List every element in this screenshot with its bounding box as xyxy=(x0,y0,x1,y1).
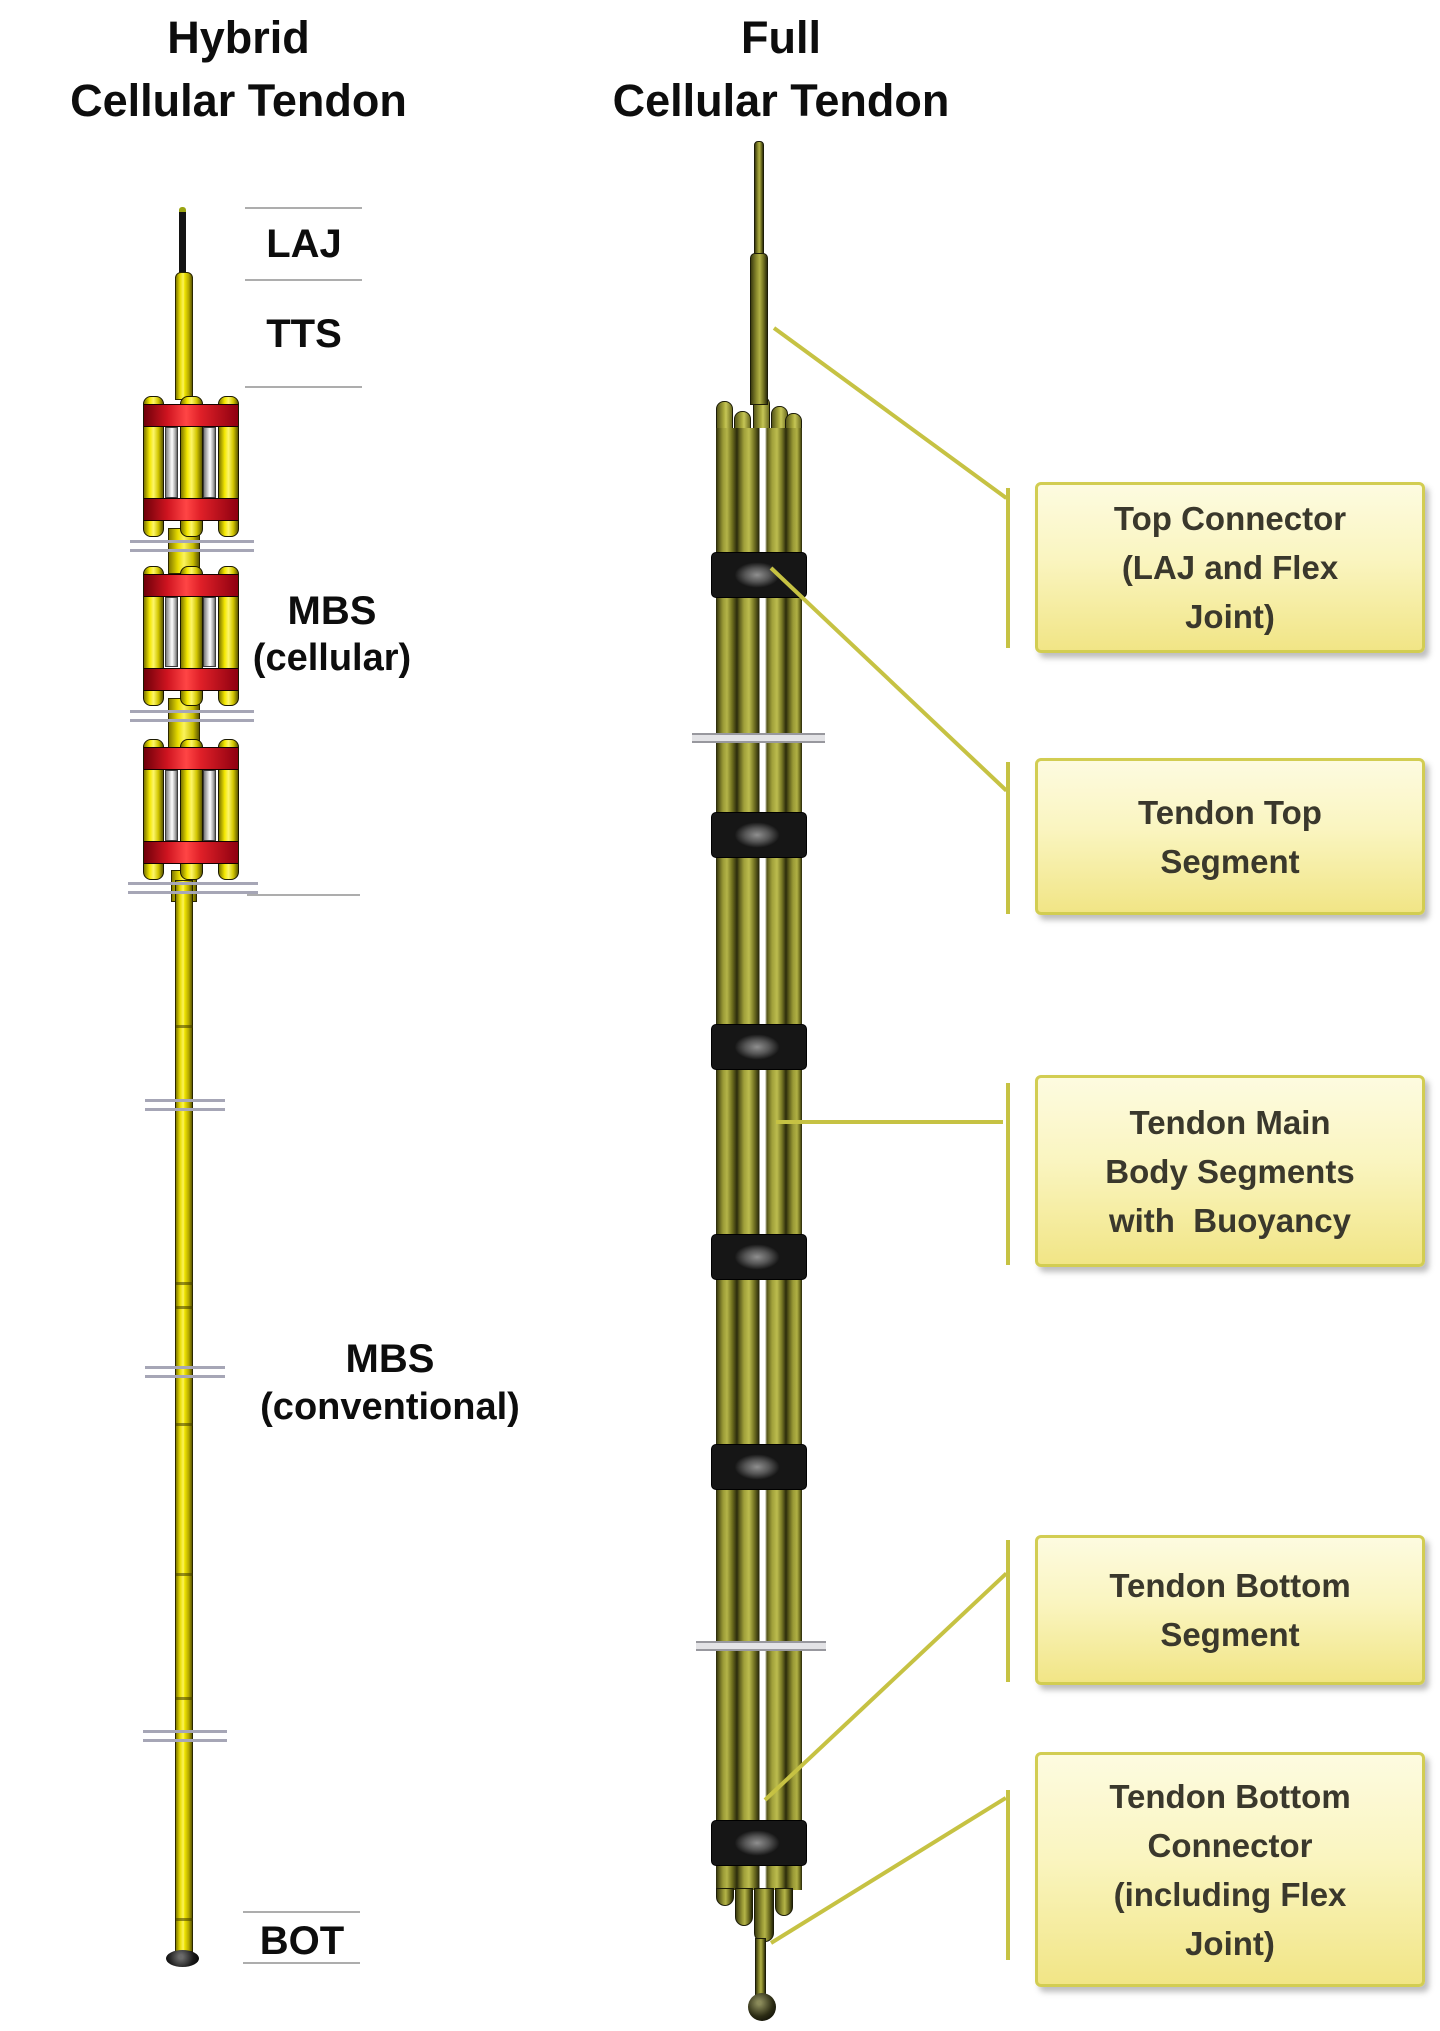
tendon-clamp xyxy=(128,882,258,894)
full-top-stinger xyxy=(754,141,764,259)
callout-line: with Buoyancy xyxy=(1108,1201,1352,1239)
cellular-bundle-1 xyxy=(143,396,239,537)
tendon-clamp xyxy=(143,1730,227,1742)
buoyancy-connector-band xyxy=(711,1024,807,1070)
red-band xyxy=(144,841,238,865)
mbs-conventional-line2: (conventional) xyxy=(260,1386,520,1428)
red-band xyxy=(144,667,238,691)
callout-line: (LAJ and Flex xyxy=(1121,549,1339,586)
section-line-laj-bottom xyxy=(245,279,362,281)
full-top-rod xyxy=(750,253,768,405)
bracket-top-connector xyxy=(1006,488,1010,648)
section-line-tts-bottom xyxy=(245,386,362,388)
bracket-tendon-main-body xyxy=(1006,1083,1010,1265)
cellular-bundle-3 xyxy=(143,739,239,880)
callout-line: (including Flex xyxy=(1113,1875,1347,1913)
callout-line: Tendon Bottom xyxy=(1109,1567,1351,1604)
callout-line: Joint) xyxy=(1185,598,1275,635)
tube-bottom xyxy=(754,1888,774,1942)
callout-line: Body Segments xyxy=(1105,1152,1355,1190)
laj-label: LAJ xyxy=(266,222,342,266)
buoyancy-connector-band xyxy=(711,1444,807,1490)
tts-label: TTS xyxy=(266,312,342,356)
hybrid-title-line1: Hybrid xyxy=(167,12,310,63)
gray-cell-tube xyxy=(165,427,178,498)
callout-line: Tendon Top xyxy=(1138,793,1322,831)
gray-cell-tube xyxy=(203,596,216,667)
bot-label: BOT xyxy=(259,1919,345,1963)
hybrid-conventional-rod xyxy=(175,880,193,1952)
tube-bottom xyxy=(775,1888,793,1916)
callout-line: Connector xyxy=(1147,1826,1313,1864)
full-bottom-connector-ball xyxy=(748,1993,776,2021)
hybrid-top-rod xyxy=(175,272,193,400)
waterline-mark-lower xyxy=(696,1641,826,1651)
buoyancy-connector-band xyxy=(711,1820,807,1866)
hybrid-bottom-connector-foot xyxy=(166,1950,199,1967)
gray-cell-tube xyxy=(203,427,216,498)
red-band xyxy=(144,746,238,770)
mbs-cellular-line1: MBS xyxy=(287,589,377,633)
cellular-bundle-2 xyxy=(143,566,239,706)
mbs-conventional-label: MBS (conventional) xyxy=(230,1335,550,1431)
rod-joint xyxy=(176,1573,193,1576)
rod-joint xyxy=(176,1423,193,1426)
bracket-tendon-top-segment xyxy=(1006,762,1010,914)
section-line-bot-bottom xyxy=(243,1962,360,1964)
section-line-laj-top xyxy=(245,207,362,209)
full-bottom-rod xyxy=(755,1938,766,1998)
tendon-clamp xyxy=(130,540,254,552)
tube-bottom xyxy=(735,1888,753,1926)
bracket-tendon-bottom-connector xyxy=(1006,1790,1010,1960)
bracket-tendon-bottom-segment xyxy=(1006,1540,1010,1682)
buoyancy-connector-band xyxy=(711,812,807,858)
red-band xyxy=(144,573,238,597)
callout-tendon-bottom-segment: Tendon Bottom Segment xyxy=(1035,1535,1425,1685)
mbs-conventional-line1: MBS xyxy=(345,1337,435,1381)
full-title-line1: Full xyxy=(741,12,821,63)
rod-joint xyxy=(176,1025,193,1028)
leader-top-connector xyxy=(772,326,1008,500)
rod-joint xyxy=(176,1306,193,1309)
leader-tendon-bottom-connector xyxy=(769,1796,1007,1945)
mbs-cellular-line2: (cellular) xyxy=(252,637,412,679)
waterline-mark-upper xyxy=(692,733,825,743)
full-tube-bundle xyxy=(716,428,802,1890)
callout-line: Segment xyxy=(1160,842,1300,880)
gray-cell-tube xyxy=(165,770,178,841)
hybrid-title-line2: Cellular Tendon xyxy=(70,75,407,126)
full-column-title: Full Cellular Tendon xyxy=(571,6,991,132)
callout-tendon-main-body: Tendon Main Body Segments with Buoyancy xyxy=(1035,1075,1425,1267)
callout-tendon-bottom-connector: Tendon Bottom Connector (including Flex … xyxy=(1035,1752,1425,1987)
callout-line: Tendon Main xyxy=(1129,1103,1331,1141)
leader-tendon-main-body xyxy=(776,1120,1003,1124)
red-band xyxy=(144,498,238,522)
red-band xyxy=(144,403,238,427)
tube-bottom xyxy=(716,1888,734,1906)
callout-line: Segment xyxy=(1160,1616,1300,1653)
leader-tendon-top-segment xyxy=(769,566,1008,793)
buoyancy-connector-band xyxy=(711,1234,807,1280)
tendon-clamp xyxy=(145,1366,225,1378)
section-line-bot-top xyxy=(243,1911,360,1913)
mbs-cellular-label: MBS (cellular) xyxy=(232,588,432,682)
rod-joint xyxy=(176,1282,193,1285)
rod-joint xyxy=(176,1918,193,1921)
full-title-line2: Cellular Tendon xyxy=(612,75,950,126)
gray-cell-tube xyxy=(203,770,216,841)
section-line-cellular-bottom xyxy=(247,894,360,896)
gray-cell-tube xyxy=(165,596,178,667)
callout-top-connector: Top Connector (LAJ and Flex Joint) xyxy=(1035,482,1425,653)
hybrid-top-stinger xyxy=(179,207,186,277)
rod-joint xyxy=(176,1697,193,1700)
callout-line: Tendon Bottom xyxy=(1109,1777,1351,1815)
tendon-clamp xyxy=(145,1099,225,1111)
callout-line: Joint) xyxy=(1185,1924,1275,1962)
callout-line: Top Connector xyxy=(1113,500,1347,537)
tendon-clamp xyxy=(130,710,254,722)
callout-tendon-top-segment: Tendon Top Segment xyxy=(1035,758,1425,915)
hybrid-column-title: Hybrid Cellular Tendon xyxy=(28,6,449,132)
